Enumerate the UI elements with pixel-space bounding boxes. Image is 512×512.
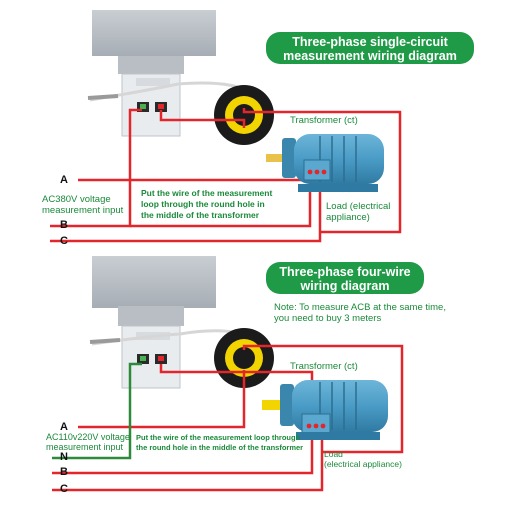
- top-voltage-input-line1: AC380V voltage: [42, 194, 111, 205]
- bottom-voltage-input-line1: AC110v220V voltage: [46, 432, 130, 442]
- bottom-title-line1: Three-phase four-wire: [279, 265, 411, 279]
- bottom-voltage-input-label: AC110v220V voltage measurement input: [46, 432, 130, 452]
- top-voltage-input-line2: measurement input: [42, 205, 124, 216]
- top-phase-b-label: B: [60, 219, 68, 231]
- bottom-note-line1: Note: To measure ACB at the same time,: [274, 302, 446, 313]
- bottom-title-badge: Three-phase four-wire wiring diagram: [266, 262, 424, 294]
- bottom-voltage-input-line2: measurement input: [46, 442, 124, 452]
- top-meter-cable: [89, 81, 251, 102]
- bottom-load-line2: (electrical appliance): [324, 459, 402, 469]
- top-load-line2: appliance): [326, 212, 370, 223]
- top-title-line2: measurement wiring diagram: [283, 49, 457, 63]
- bottom-note-line2: you need to buy 3 meters: [274, 313, 382, 324]
- top-title-badge: Three-phase single-circuit measurement w…: [266, 32, 474, 64]
- top-instruction-line1: Put the wire of the measurement: [141, 188, 273, 198]
- bottom-motor: [262, 380, 388, 440]
- bottom-phase-n-label: N: [60, 451, 68, 463]
- top-voltage-input-label: AC380V voltage measurement input: [42, 194, 123, 216]
- bottom-load-line1: Load: [324, 449, 343, 459]
- bottom-note: Note: To measure ACB at the same time, y…: [274, 302, 446, 324]
- bottom-phase-b-label: B: [60, 466, 68, 478]
- top-title-line1: Three-phase single-circuit: [292, 35, 448, 49]
- top-motor: [266, 134, 384, 192]
- top-instruction-line2: loop through the round hole in: [141, 199, 265, 209]
- bottom-transformer-label: Transformer (ct): [290, 361, 358, 372]
- top-load-label: Load (electrical appliance): [326, 201, 390, 223]
- top-transformer-label: Transformer (ct): [290, 115, 358, 126]
- bottom-meter: [92, 256, 216, 389]
- top-meter: [92, 10, 216, 137]
- top-instruction-text: Put the wire of the measurement loop thr…: [141, 188, 272, 221]
- top-phase-c-label: C: [60, 235, 68, 247]
- bottom-instruction-line2: the round hole in the middle of the tran…: [136, 443, 304, 452]
- top-phase-a-label: A: [60, 174, 68, 186]
- top-load-line1: Load (electrical: [326, 201, 391, 212]
- bottom-title-line2: wiring diagram: [300, 279, 390, 293]
- top-cable-plug: [87, 94, 119, 100]
- top-instruction-line3: the middle of the transformer: [141, 210, 260, 220]
- bottom-phase-a-label: A: [60, 421, 68, 433]
- bottom-phase-c-label: C: [60, 483, 68, 495]
- bottom-load-label: Load (electrical appliance): [324, 449, 402, 469]
- bottom-instruction-text: Put the wire of the measurement loop thr…: [136, 433, 303, 453]
- bottom-instruction-line1: Put the wire of the measurement loop thr…: [136, 433, 301, 442]
- bottom-cable-plug: [89, 338, 121, 344]
- top-current-transformer: [214, 85, 274, 145]
